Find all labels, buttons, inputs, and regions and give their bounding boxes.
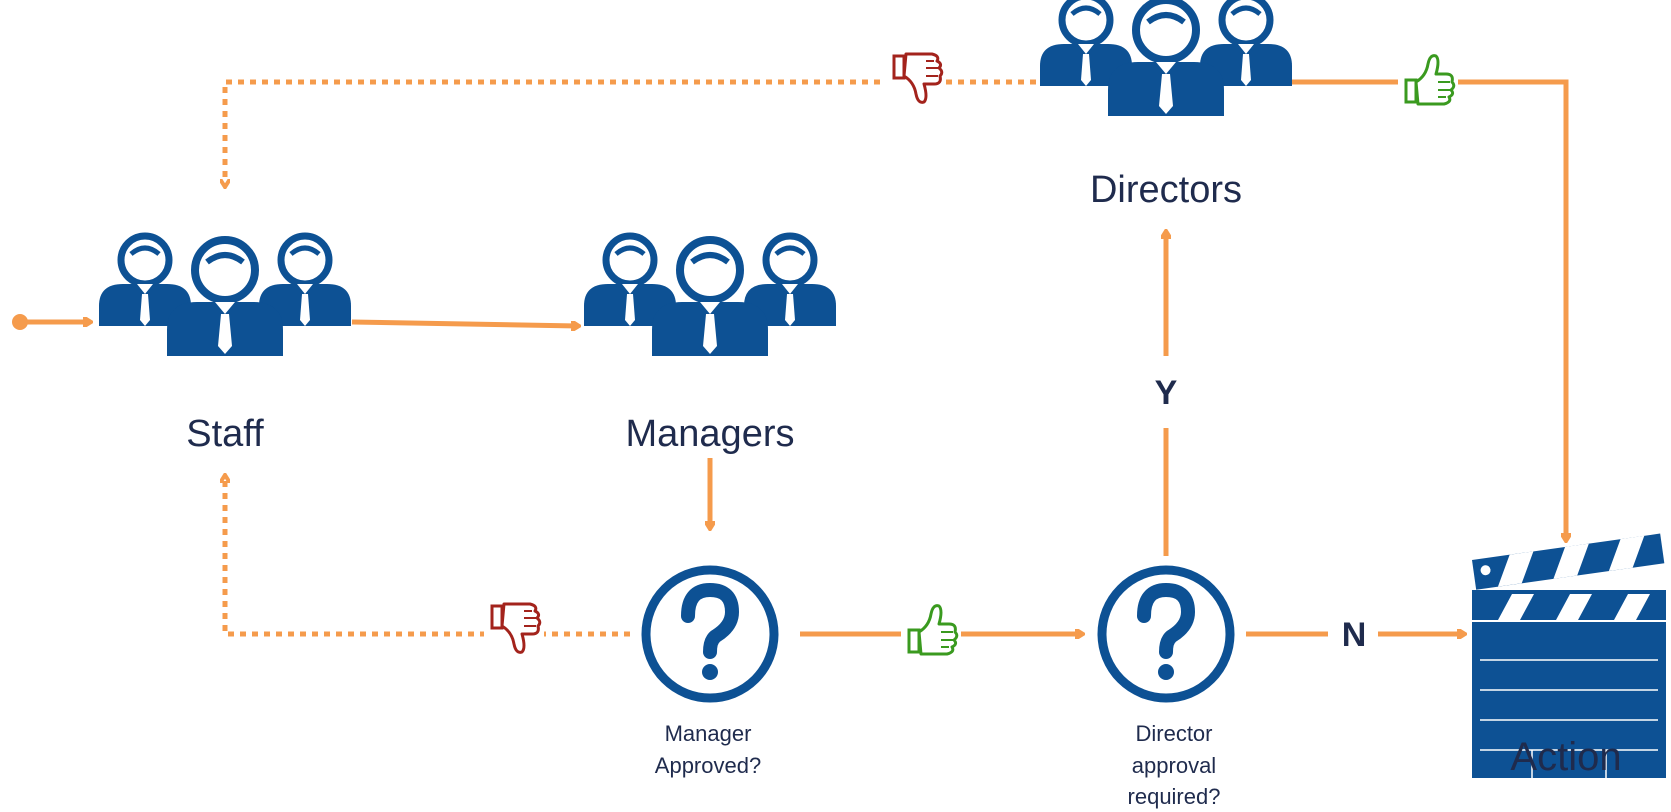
action-label: Action [1510, 735, 1621, 779]
clapperboard-icon [1472, 533, 1666, 778]
node-directors: Directors [1040, 0, 1292, 211]
node-director-decision: Director approval required? [1102, 570, 1230, 809]
people-group-icon [99, 236, 351, 356]
node-staff: Staff [99, 236, 351, 455]
people-group-icon [1040, 0, 1292, 116]
no-label: N [1342, 616, 1367, 654]
edges [12, 79, 1566, 637]
people-group-icon [584, 236, 836, 356]
edge-staff-managers [351, 319, 578, 326]
staff-label: Staff [186, 413, 264, 455]
thumbs-up-icon [901, 596, 961, 660]
director-decision-line2: approval [1132, 753, 1216, 778]
edge-director-approve [1292, 79, 1566, 540]
node-manager-decision: Manager Approved? [646, 570, 774, 778]
managers-label: Managers [626, 413, 795, 455]
directors-label: Directors [1090, 169, 1242, 211]
node-action: Action [1472, 533, 1666, 779]
director-decision-line3: required? [1128, 784, 1221, 809]
director-decision-line1: Director [1135, 721, 1212, 746]
edge-manager-reject [225, 476, 630, 637]
thumbs-down-icon [484, 598, 544, 662]
question-icon [646, 570, 774, 698]
node-managers: Managers [584, 236, 836, 455]
thumbs-up-icon [1398, 46, 1458, 110]
question-icon [1102, 570, 1230, 698]
manager-decision-line2: Approved? [655, 753, 761, 778]
manager-decision-line1: Manager [665, 721, 752, 746]
thumbs-down-icon [886, 48, 946, 112]
edge-director-reject [225, 79, 1036, 186]
yes-label: Y [1155, 374, 1178, 412]
